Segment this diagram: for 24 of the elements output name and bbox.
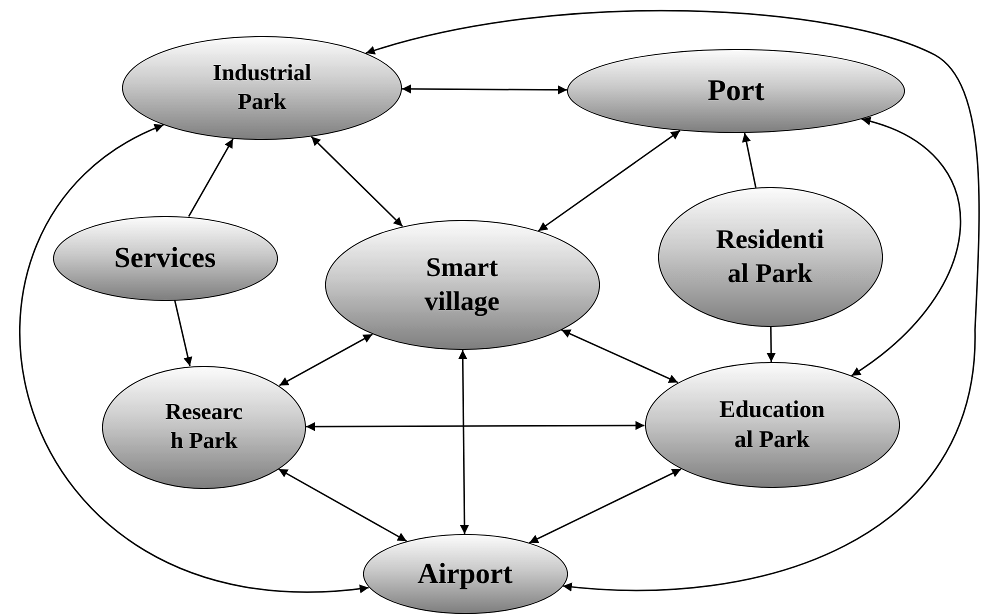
arrow xyxy=(538,130,680,232)
arrow xyxy=(310,136,404,227)
arrow xyxy=(174,300,192,366)
node-label: Researc h Park xyxy=(164,398,244,455)
arrow xyxy=(366,10,980,592)
arrow xyxy=(528,468,682,544)
arrow xyxy=(188,138,234,217)
node-label: Industrial Park xyxy=(212,59,312,116)
arrow xyxy=(766,327,776,362)
arrow xyxy=(20,124,369,593)
arrow xyxy=(402,84,568,94)
arrow xyxy=(306,420,644,432)
arrow xyxy=(278,468,407,542)
arrow xyxy=(561,329,678,384)
node-label: Port xyxy=(708,73,764,110)
node-label: Education al Park xyxy=(718,396,826,455)
node-label: Services xyxy=(114,240,216,276)
node-label: Residenti al Park xyxy=(715,223,825,290)
arrow xyxy=(458,350,469,534)
arrow xyxy=(278,334,373,386)
arrow xyxy=(742,132,757,188)
node-label: Airport xyxy=(417,556,513,592)
node-label: Smart village xyxy=(424,251,500,318)
arrow xyxy=(851,118,962,376)
